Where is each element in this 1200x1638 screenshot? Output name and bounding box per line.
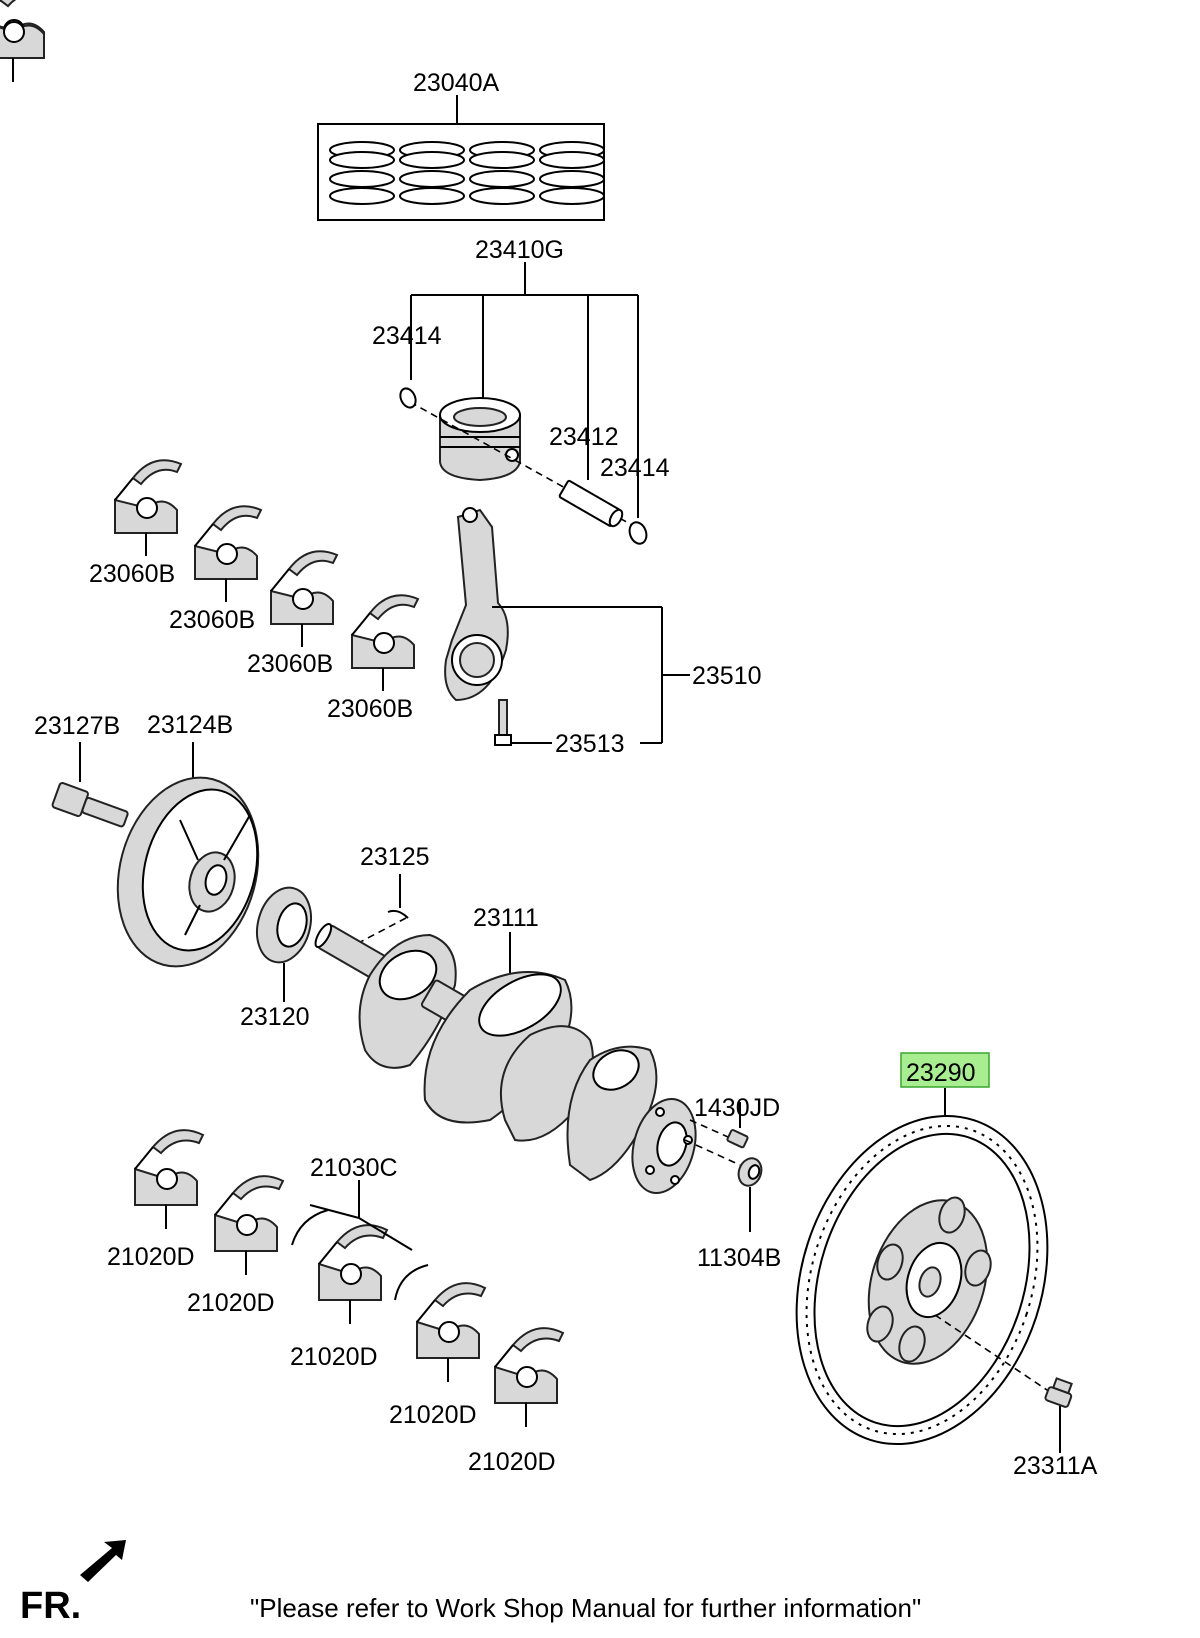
flywheel[interactable] xyxy=(756,1083,1088,1477)
footer-note: "Please refer to Work Shop Manual for fu… xyxy=(250,1593,921,1623)
label-main-bearing-3: 21020D xyxy=(290,1343,378,1371)
label-main-bearing-4: 21020D xyxy=(389,1401,477,1429)
piston-ring-set[interactable] xyxy=(317,95,605,221)
front-arrow-icon xyxy=(80,1540,126,1582)
label-dowel-pin: 1430JD xyxy=(694,1094,780,1122)
label-snap-ring-left: 23414 xyxy=(372,322,442,350)
label-rod-bearing-2: 23060B xyxy=(169,606,255,634)
flywheel-callout-highlight xyxy=(900,1052,990,1088)
label-rod-bearing-1: 23060B xyxy=(89,560,175,588)
front-direction-indicator: FR. xyxy=(20,1540,126,1627)
label-thrust-bearing: 21030C xyxy=(310,1154,398,1182)
label-damper-pulley: 23124B xyxy=(147,711,233,739)
label-sprocket: 23120 xyxy=(240,1003,310,1031)
label-flywheel-bolt: 23311A xyxy=(1013,1452,1098,1480)
pilot-bushing[interactable] xyxy=(735,1155,765,1232)
label-snap-ring-right: 23414 xyxy=(600,454,670,482)
pulley-bolt[interactable] xyxy=(51,742,130,832)
label-rod-bolt: 23513 xyxy=(555,730,625,758)
label-flywheel: 23290 xyxy=(906,1059,976,1087)
crank-key[interactable] xyxy=(344,874,409,951)
piston-assembly[interactable] xyxy=(397,262,649,546)
thrust-bearings[interactable] xyxy=(291,1180,429,1301)
label-crankshaft: 23111 xyxy=(473,904,539,932)
flywheel-bolt[interactable] xyxy=(1044,1377,1076,1453)
crankshaft[interactable] xyxy=(313,922,741,1200)
label-main-bearing-2: 21020D xyxy=(187,1289,275,1317)
label-piston-assy: 23410G xyxy=(475,236,564,264)
label-pilot-bushing: 11304B xyxy=(697,1244,781,1272)
rod-bearings[interactable] xyxy=(0,0,419,692)
connecting-rod[interactable] xyxy=(444,507,690,746)
label-pulley-bolt: 23127B xyxy=(34,712,120,740)
rod-bolt xyxy=(494,699,552,746)
front-direction-label: FR. xyxy=(20,1585,81,1627)
label-piston-pin: 23412 xyxy=(549,423,619,451)
main-bearings[interactable] xyxy=(0,0,564,1428)
label-crank-key: 23125 xyxy=(360,843,430,871)
crank-sprocket[interactable] xyxy=(249,882,319,1002)
label-connecting-rod: 23510 xyxy=(692,662,762,690)
dowel-pin[interactable] xyxy=(726,1102,749,1149)
label-rod-bearing-4: 23060B xyxy=(327,695,413,723)
label-piston-ring-set: 23040A xyxy=(413,69,500,97)
label-rod-bearing-3: 23060B xyxy=(247,650,333,678)
label-main-bearing-1: 21020D xyxy=(107,1243,195,1271)
label-main-bearing-5: 21020D xyxy=(468,1448,556,1476)
damper-pulley[interactable] xyxy=(97,742,278,982)
